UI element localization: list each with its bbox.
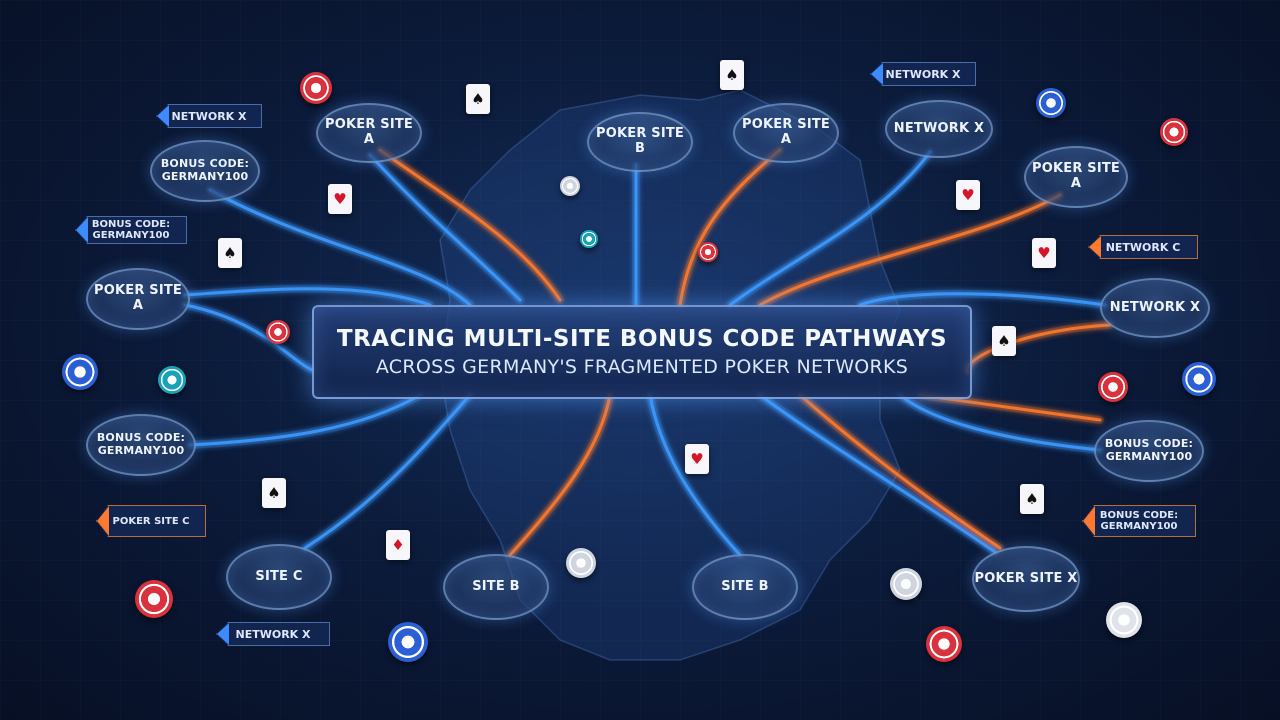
orange-pathway-glow [756, 191, 1064, 309]
title-line-1: Tracing Multi-Site Bonus Code Pathways [336, 326, 948, 352]
playing-card-icon: ♠ [720, 60, 744, 90]
tag-label: Network X [885, 67, 961, 81]
blue-pathway-glow [186, 391, 424, 449]
network-x-tag[interactable]: Network X [870, 62, 976, 86]
network-x-node[interactable]: Network X [885, 100, 993, 158]
poker-site-b-node[interactable]: Poker Site B [587, 112, 693, 172]
poker-chip-icon [1036, 88, 1066, 118]
network-x-tag[interactable]: Network X [216, 622, 330, 646]
poker-site-x-node[interactable]: Poker Site X [972, 546, 1080, 612]
node-label: Bonus Code: Germany100 [160, 157, 250, 183]
playing-card-icon: ♠ [992, 326, 1016, 356]
poker-site-a-node[interactable]: Poker Site A [1024, 146, 1128, 208]
playing-card-icon: ♠ [1020, 484, 1044, 514]
blue-pathway-glow [756, 391, 999, 556]
tag-label: Network X [235, 627, 311, 641]
orange-pathway-glow [376, 146, 564, 304]
poker-chip-icon [266, 320, 290, 344]
node-label: Bonus Code: Germany100 [96, 431, 186, 457]
orange-pathway-glow [796, 391, 1004, 552]
playing-card-icon: ♦ [386, 530, 410, 560]
blue-pathway-glow [366, 151, 524, 304]
poker-chip-icon [158, 366, 186, 394]
playing-card-icon: ♥ [328, 184, 352, 214]
node-label: Poker Site A [93, 283, 183, 313]
bonus-code-node[interactable]: Bonus Code: Germany100 [150, 140, 260, 202]
tag-label: Network C [1105, 240, 1181, 254]
blue-pathway-glow [856, 289, 1109, 309]
poker-chip-icon [135, 580, 173, 618]
poker-site-a-node[interactable]: Poker Site A [316, 103, 422, 163]
blue-pathway-glow [896, 391, 1104, 454]
playing-card-icon: ♥ [956, 180, 980, 210]
poker-chip-icon [1106, 602, 1142, 638]
orange-pathway-glow [506, 391, 614, 559]
node-label: Network X [1109, 299, 1201, 315]
tag-label: Poker Site C [112, 515, 190, 527]
poker-chip-icon [62, 354, 98, 390]
poker-chip-icon [388, 622, 428, 662]
site-c-node[interactable]: Site C [226, 544, 332, 610]
poker-site-a-node[interactable]: Poker Site A [86, 268, 190, 330]
poker-chip-icon [698, 242, 718, 262]
poker-chip-icon [1098, 372, 1128, 402]
network-x-tag[interactable]: Network X [156, 104, 262, 128]
poker-chip-icon [890, 568, 922, 600]
tag-label: Bonus Code: Germany100 [1099, 510, 1179, 532]
playing-card-icon: ♠ [466, 84, 490, 114]
node-label: Poker Site A [324, 117, 414, 147]
bonus-code-tag[interactable]: Bonus Code: Germany100 [75, 216, 187, 244]
title-line-2: Across Germany's Fragmented Poker Networ… [375, 356, 909, 378]
playing-card-icon: ♠ [262, 478, 286, 508]
node-label: Poker Site A [1031, 161, 1121, 191]
poker-chip-icon [300, 72, 332, 104]
bonus-code-node[interactable]: Bonus Code: Germany100 [1094, 420, 1204, 482]
poker-chip-icon [580, 230, 598, 248]
node-label: Site B [721, 578, 769, 594]
bonus-code-tag[interactable]: Bonus Code: Germany100 [1082, 505, 1196, 537]
playing-card-icon: ♥ [685, 444, 709, 474]
network-c-tag[interactable]: Network C [1088, 235, 1198, 259]
site-b-node[interactable]: Site B [692, 554, 798, 620]
tag-label: Network X [171, 109, 247, 123]
node-label: Poker Site A [741, 117, 831, 147]
playing-card-icon: ♥ [1032, 238, 1056, 268]
bonus-code-node[interactable]: Bonus Code: Germany100 [86, 414, 196, 476]
node-label: Site C [255, 568, 303, 584]
poker-chip-icon [926, 626, 962, 662]
tag-label: Bonus Code: Germany100 [91, 219, 171, 241]
poker-chip-icon [560, 176, 580, 196]
poker-chip-icon [566, 548, 596, 578]
playing-card-icon: ♠ [218, 238, 242, 268]
node-label: Network X [893, 120, 985, 136]
node-label: Poker Site B [595, 126, 685, 156]
site-b-node[interactable]: Site B [443, 554, 549, 620]
node-label: Site B [472, 578, 520, 594]
blue-pathway-glow [301, 391, 474, 552]
blue-pathway-glow [646, 391, 744, 559]
node-label: Poker Site X [974, 570, 1078, 586]
poker-chip-icon [1160, 118, 1188, 146]
blue-pathway-glow [726, 148, 934, 309]
poker-chip-icon [1182, 362, 1216, 396]
node-label: Bonus Code: Germany100 [1104, 437, 1194, 463]
blue-pathway-glow [181, 284, 434, 309]
poker-site-a-node[interactable]: Poker Site A [733, 103, 839, 163]
orange-pathway-glow [676, 146, 784, 309]
title-panel: Tracing Multi-Site Bonus Code Pathways A… [312, 305, 972, 399]
network-x-node[interactable]: Network X [1100, 278, 1210, 338]
poker-site-c-tag[interactable]: Poker Site C [96, 505, 206, 537]
blue-pathway-glow [206, 186, 474, 309]
